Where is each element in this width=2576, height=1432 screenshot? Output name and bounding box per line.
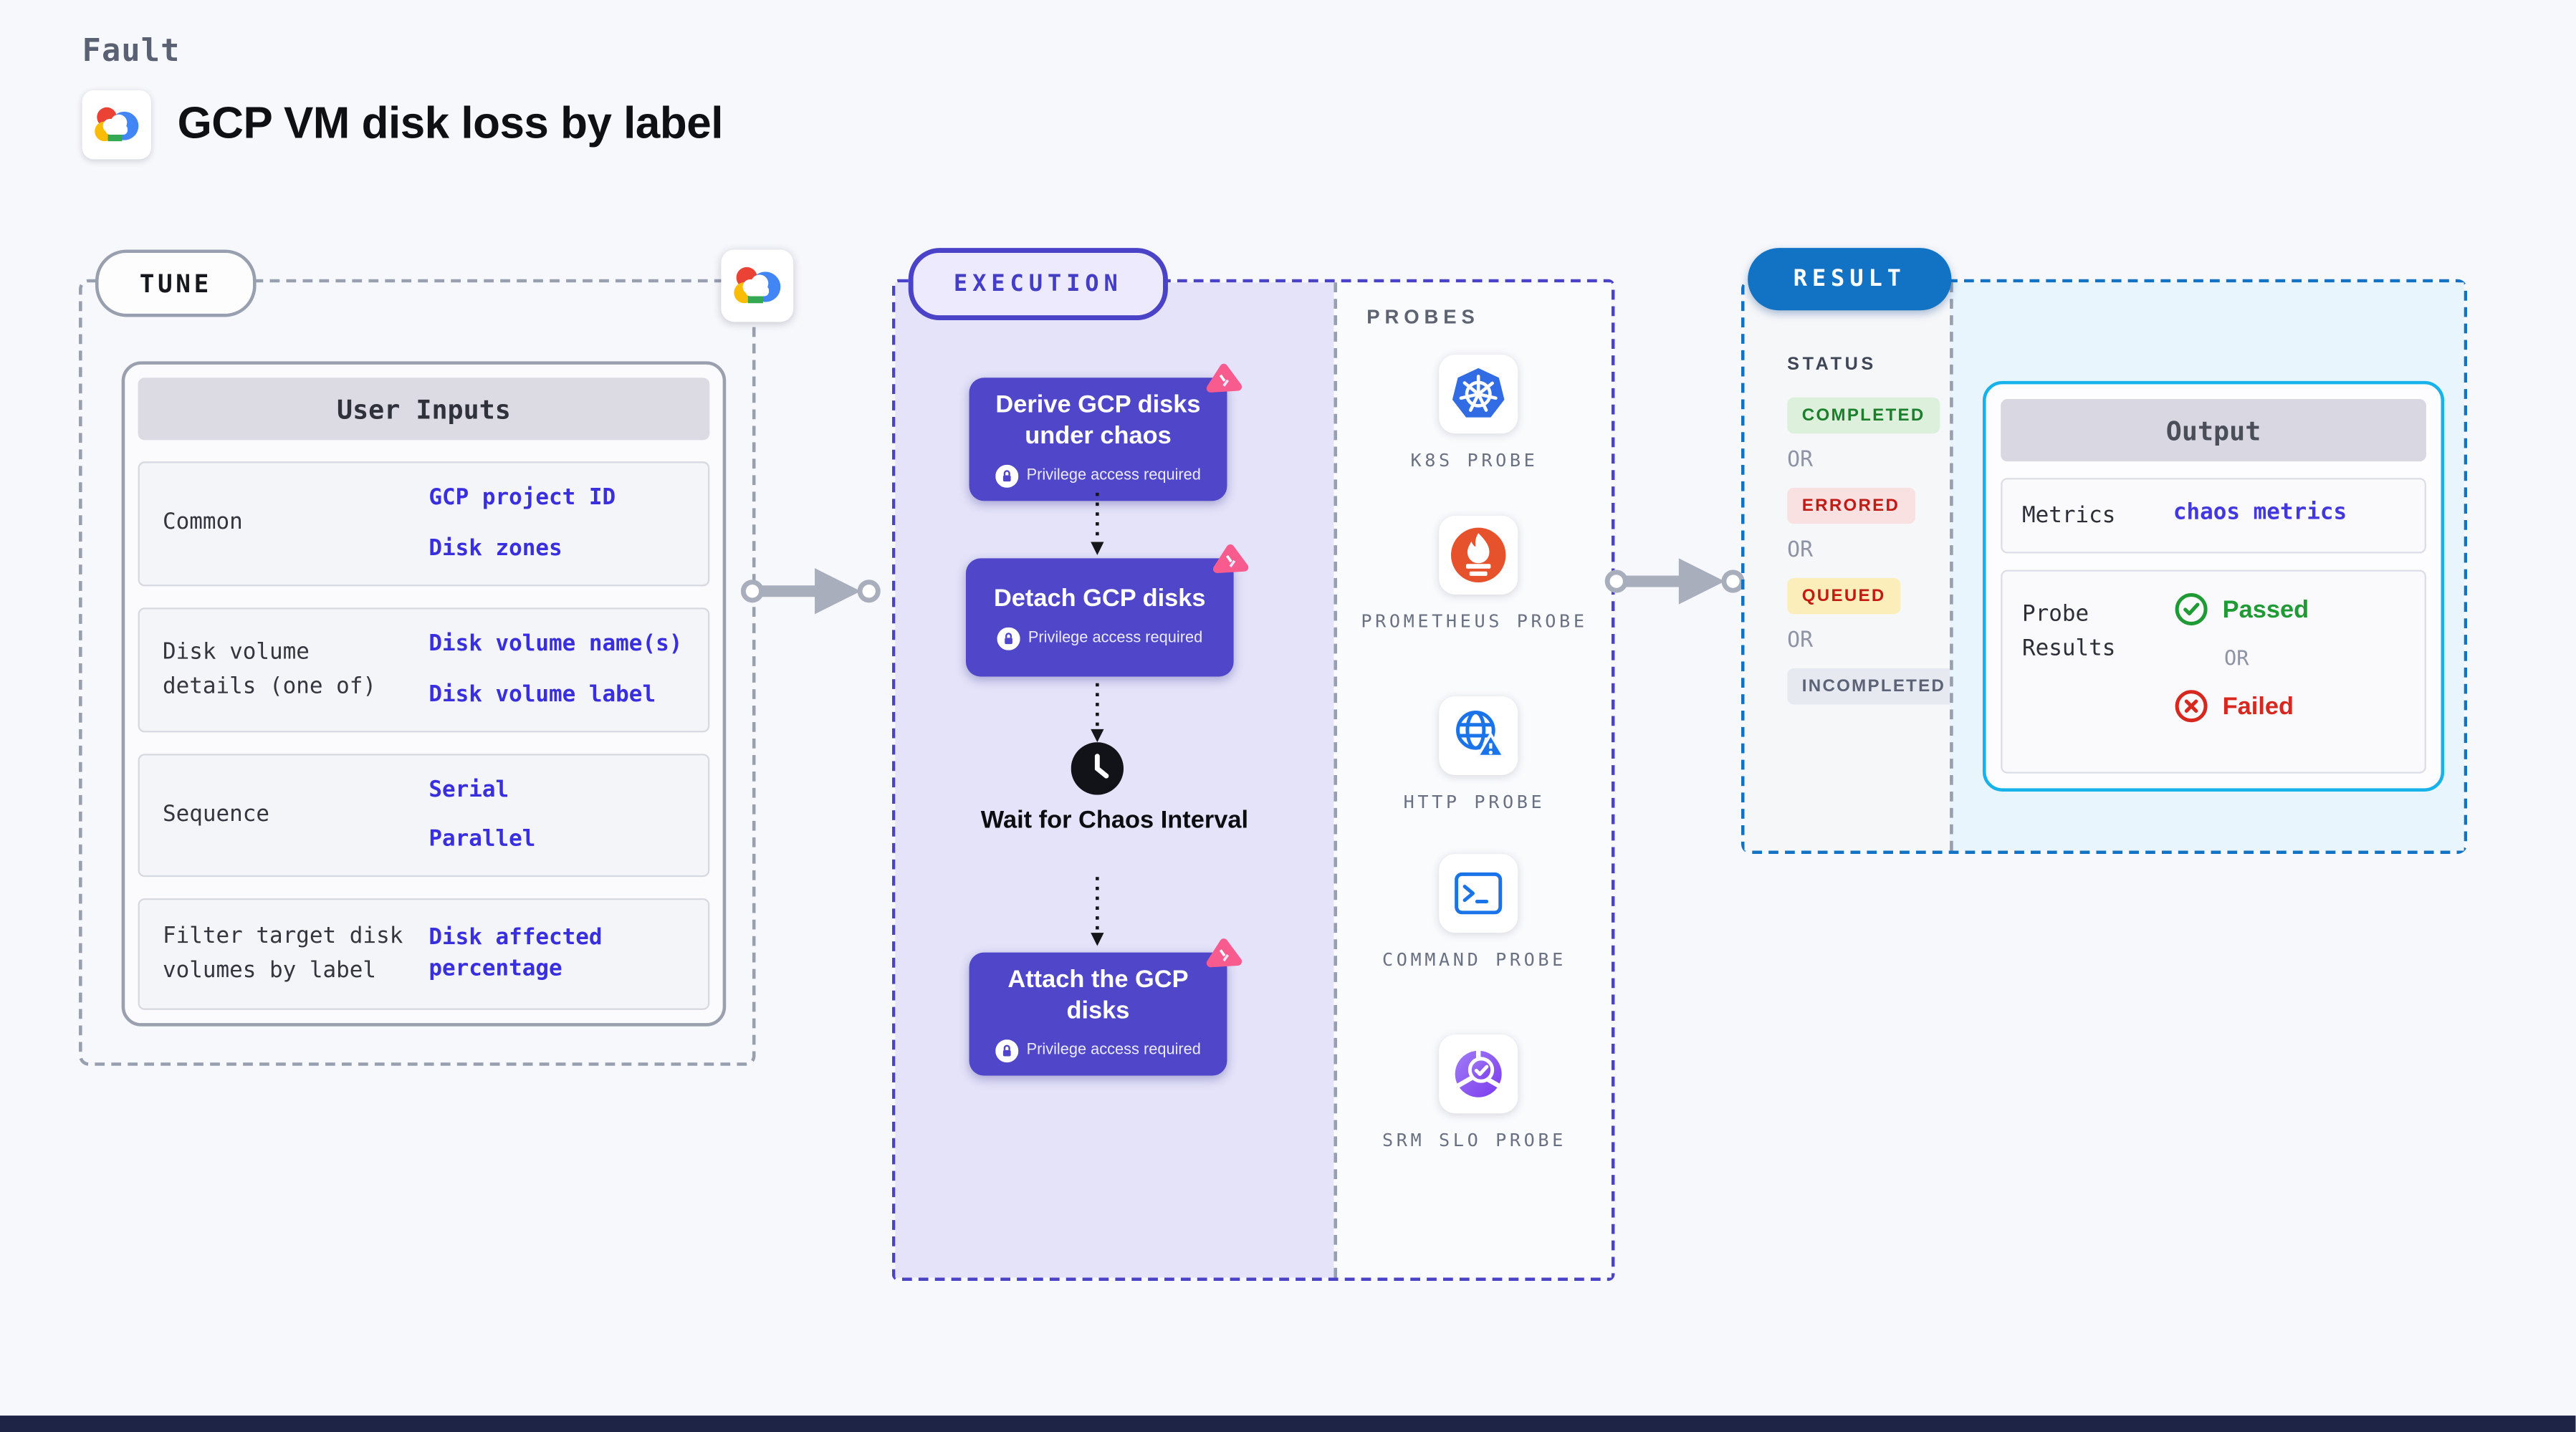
- table-row: Filter target disk volumes by label Disk…: [138, 898, 710, 1011]
- probe-label: COMMAND PROBE: [1382, 949, 1566, 971]
- execution-probes-section: EXECUTION Derive GCP disks under chaos P…: [891, 248, 1615, 1282]
- user-inputs-table: User Inputs Common GCP project ID Disk z…: [121, 361, 727, 1027]
- tune-gcp-chip: [721, 249, 794, 322]
- globe-warning-icon: [1439, 696, 1518, 776]
- status-panel: STATUS COMPLETED OR ERRORED OR QUEUED OR…: [1744, 282, 1960, 851]
- clock-icon: [1071, 742, 1124, 795]
- lock-icon: [995, 1038, 1019, 1062]
- page-title: GCP VM disk loss by label: [177, 98, 724, 148]
- wait-for-chaos-interval-label: Wait for Chaos Interval: [980, 806, 1249, 835]
- slo-donut-check-icon: [1439, 1034, 1518, 1114]
- probe-label: HTTP PROBE: [1403, 791, 1546, 813]
- arrow-tune-to-execution: [740, 568, 881, 615]
- row-label: Common: [162, 509, 243, 537]
- step-derive-gcp-disks: Derive GCP disks under chaos Privilege a…: [969, 363, 1242, 501]
- status-badge-queued: QUEUED: [1787, 577, 1901, 615]
- kubernetes-icon: [1439, 355, 1518, 434]
- table-row: Disk volume details (one of) Disk volume…: [138, 607, 710, 732]
- terminal-icon: [1439, 854, 1518, 933]
- gcp-logo: [82, 90, 151, 160]
- probe-label: PROMETHEUS PROBE: [1361, 610, 1588, 633]
- dotted-arrow: [1091, 877, 1104, 946]
- row-value-link[interactable]: Serial: [428, 776, 509, 802]
- output-card: Output Metrics chaos metrics Probe Resul…: [1982, 380, 2445, 792]
- check-circle-icon: [2175, 593, 2208, 626]
- probe-results-or: OR: [2223, 645, 2249, 671]
- lock-icon: [997, 627, 1020, 650]
- row-label: Disk volume details (one of): [162, 638, 377, 699]
- dotted-arrow: [1091, 492, 1104, 555]
- table-row: Common GCP project ID Disk zones: [138, 461, 710, 586]
- metrics-row: Metrics chaos metrics: [2001, 478, 2426, 554]
- row-value-link[interactable]: Disk volume name(s): [428, 630, 683, 657]
- privilege-note: Privilege access required: [1026, 1041, 1201, 1059]
- row-value-link[interactable]: Parallel: [428, 827, 536, 853]
- lock-icon: [995, 463, 1019, 487]
- result-section: RESULT STATUS COMPLETED OR ERRORED OR QU…: [1741, 248, 2468, 855]
- output-header: Output: [2001, 399, 2426, 462]
- metrics-label: Metrics: [2021, 502, 2116, 529]
- gcp-cloud-icon: [734, 266, 781, 304]
- tune-badge: TUNE: [95, 249, 257, 317]
- prometheus-icon: [1439, 515, 1518, 595]
- chaos-metrics-link[interactable]: chaos metrics: [2173, 499, 2347, 526]
- status-badge-completed: COMPLETED: [1787, 397, 1940, 434]
- step-detach-gcp-disks: Detach GCP disks Privilege access requir…: [965, 544, 1249, 677]
- row-value-link[interactable]: Disk zones: [428, 535, 562, 562]
- failed-label: Failed: [2222, 692, 2294, 721]
- row-label: Sequence: [162, 801, 270, 828]
- status-or: OR: [1787, 538, 1814, 564]
- probe-results-label: Probe Results: [2021, 601, 2116, 661]
- status-or: OR: [1787, 448, 1814, 474]
- probe-label: K8S PROBE: [1410, 450, 1538, 471]
- privilege-note: Privilege access required: [1028, 629, 1203, 648]
- gcp-cloud-icon: [95, 107, 139, 142]
- row-value-link[interactable]: Disk affected percentage: [428, 925, 603, 983]
- row-value-link[interactable]: GCP project ID: [428, 484, 616, 511]
- chaos-badge-icon: [1212, 544, 1249, 574]
- status-badge-errored: ERRORED: [1787, 487, 1915, 524]
- output-panel: Output Metrics chaos metrics Probe Resul…: [1950, 282, 2464, 851]
- x-circle-icon: [2175, 690, 2208, 723]
- status-or: OR: [1787, 629, 1814, 654]
- arrow-probes-to-result: [1604, 558, 1745, 605]
- step-attach-gcp-disks: Attach the GCP disks Privilege access re…: [969, 938, 1242, 1075]
- table-row: Sequence Serial Parallel: [138, 753, 710, 878]
- result-badge: RESULT: [1748, 248, 1952, 311]
- status-header: STATUS: [1787, 355, 1877, 375]
- row-label: Filter target disk volumes by label: [162, 923, 403, 984]
- status-badge-incompleted: INCOMPLETED: [1787, 668, 1960, 705]
- probe-label: SRM SLO PROBE: [1382, 1130, 1566, 1151]
- execution-panel: EXECUTION Derive GCP disks under chaos P…: [895, 248, 1334, 1278]
- probe-results-row: Probe Results Passed OR: [2001, 570, 2426, 774]
- step-title: Detach GCP disks: [993, 585, 1206, 613]
- privilege-note: Privilege access required: [1026, 466, 1201, 485]
- execution-badge: EXECUTION: [908, 248, 1168, 321]
- page-kicker: Fault: [82, 32, 181, 69]
- step-title: Derive GCP disks under chaos: [995, 390, 1201, 450]
- step-title: Attach the GCP disks: [1007, 965, 1189, 1024]
- bottom-bar: [0, 1416, 2576, 1432]
- probes-header: PROBES: [1366, 305, 1480, 329]
- user-inputs-header: User Inputs: [138, 378, 710, 441]
- row-value-link[interactable]: Disk volume label: [428, 681, 656, 708]
- passed-label: Passed: [2222, 595, 2309, 624]
- chaos-badge-icon: [1206, 363, 1242, 393]
- dotted-arrow: [1091, 683, 1104, 743]
- tune-section: TUNE User Inputs Common GCP project ID D…: [79, 249, 794, 1066]
- probes-panel: PROBES K8S PROBE: [1334, 282, 1612, 1278]
- chaos-badge-icon: [1206, 938, 1242, 968]
